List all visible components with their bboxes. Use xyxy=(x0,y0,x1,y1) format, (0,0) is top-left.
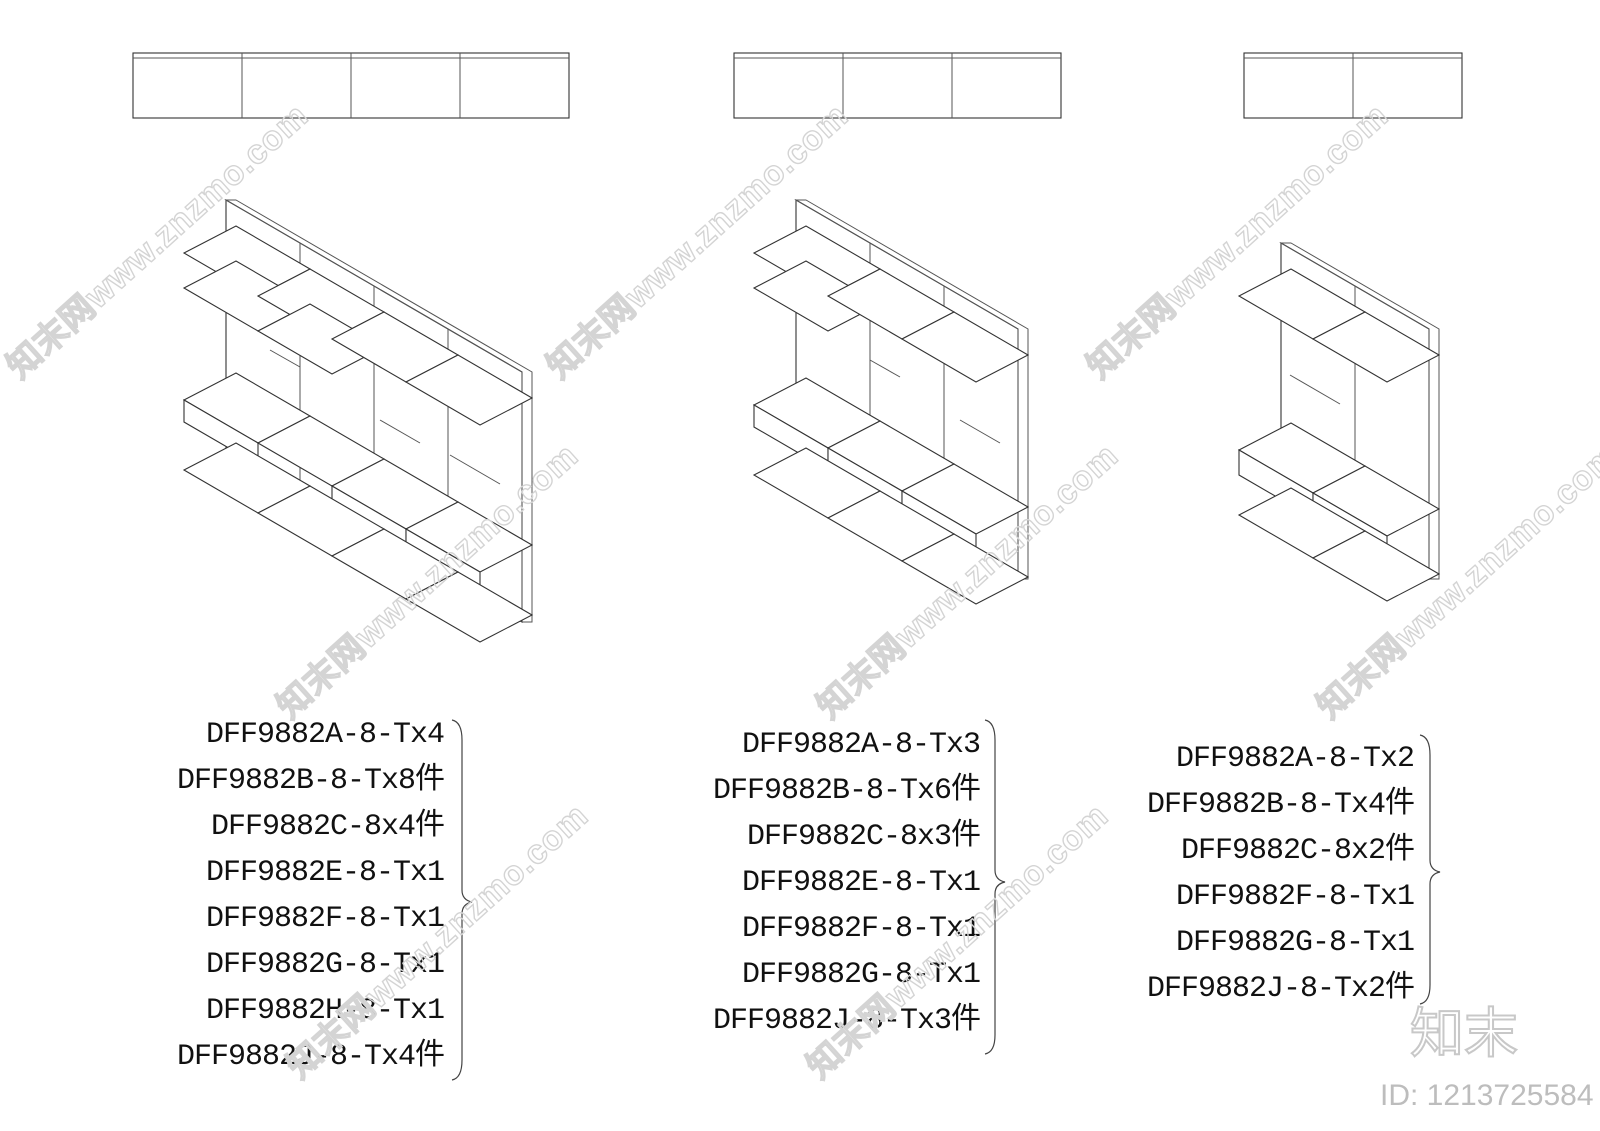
part-label: DFF9882G-8-Tx1 xyxy=(742,958,980,992)
part-label: DFF9882H-8-Tx1 xyxy=(206,994,444,1028)
part-label: DFF9882A-8-Tx4 xyxy=(206,718,444,752)
part-label: DFF9882A-8-Tx3 xyxy=(742,728,980,762)
brace-group-3-bay xyxy=(984,719,1006,1055)
elevation-group-4-bay xyxy=(132,52,570,119)
part-label: DFF9882F-8-Tx1 xyxy=(742,912,980,946)
part-label: DFF9882E-8-Tx1 xyxy=(206,856,444,890)
part-label: DFF9882A-8-Tx2 xyxy=(1176,742,1414,776)
part-label: DFF9882J-8-Tx4件 xyxy=(177,1038,444,1074)
watermark-logo: 知末 xyxy=(1410,1002,1518,1065)
part-list-group-4-bay: DFF9882A-8-Tx4 DFF9882B-8-Tx8件 DFF9882C-… xyxy=(177,718,445,1074)
part-label: DFF9882J-8-Tx3件 xyxy=(713,1002,980,1038)
isometric-unit-2-bay xyxy=(1237,242,1441,602)
brace-group-4-bay xyxy=(451,719,473,1081)
part-list-group-3-bay: DFF9882A-8-Tx3 DFF9882B-8-Tx6件 DFF9882C-… xyxy=(713,728,981,1038)
isometric-unit-3-bay xyxy=(752,199,1030,605)
elevation-group-2-bay xyxy=(1243,52,1463,119)
part-label: DFF9882B-8-Tx6件 xyxy=(713,772,980,808)
part-list-group-2-bay: DFF9882A-8-Tx2 DFF9882B-8-Tx4件 DFF9882C-… xyxy=(1147,742,1415,1006)
part-label: DFF9882J-8-Tx2件 xyxy=(1147,970,1414,1006)
part-label: DFF9882G-8-Tx1 xyxy=(206,948,444,982)
part-label: DFF9882G-8-Tx1 xyxy=(1176,926,1414,960)
elevation-group-3-bay xyxy=(733,52,1062,119)
part-label: DFF9882C-8x3件 xyxy=(747,818,980,854)
part-label: DFF9882F-8-Tx1 xyxy=(1176,880,1414,914)
part-label: DFF9882E-8-Tx1 xyxy=(742,866,980,900)
part-label: DFF9882C-8x2件 xyxy=(1181,832,1414,868)
isometric-unit-4-bay xyxy=(182,199,534,643)
part-label: DFF9882C-8x4件 xyxy=(211,808,444,844)
brace-group-2-bay xyxy=(1419,734,1441,1005)
part-label: DFF9882F-8-Tx1 xyxy=(206,902,444,936)
part-label: DFF9882B-8-Tx4件 xyxy=(1147,786,1414,822)
watermark-id: ID: 1213725584 xyxy=(1380,1079,1594,1112)
part-label: DFF9882B-8-Tx8件 xyxy=(177,762,444,798)
